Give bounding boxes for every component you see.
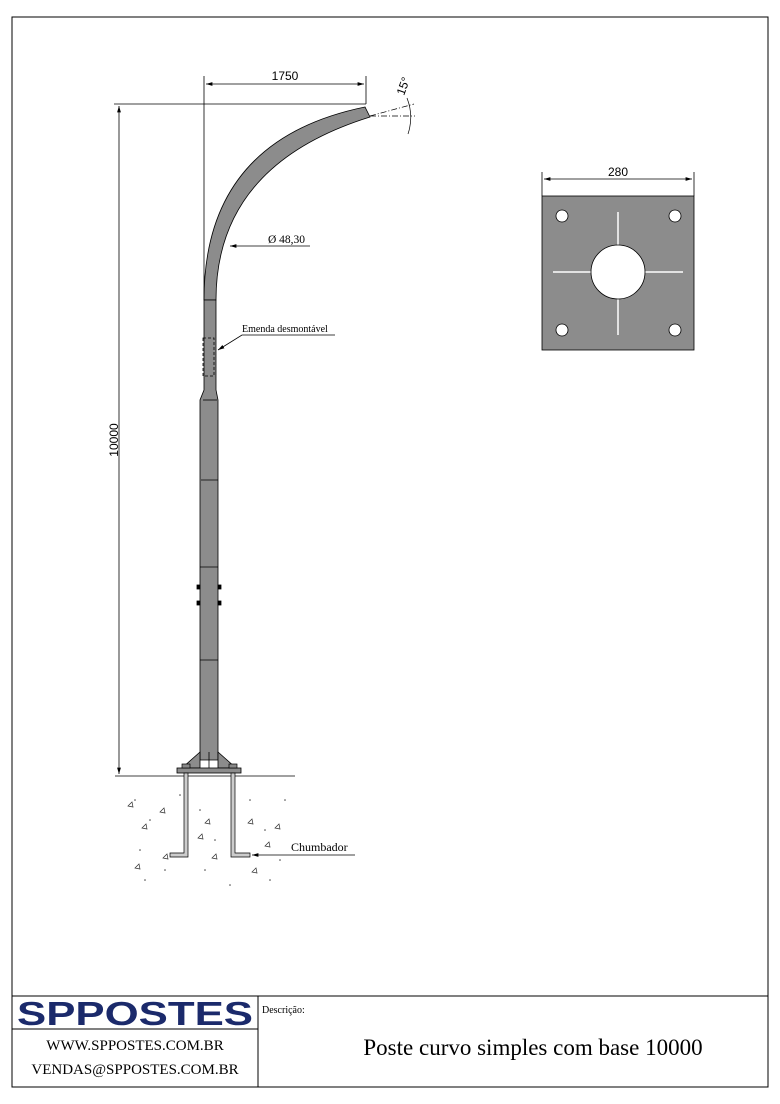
splice-label: Emenda desmontável: [242, 324, 328, 335]
plate-dimension-label: 280: [608, 165, 628, 179]
width-dimension: [203, 76, 367, 300]
diameter-label: Ø 48,30: [268, 234, 305, 246]
description: Poste curvo simples com base 10000: [363, 1035, 702, 1060]
website: WWW.SPPOSTES.COM.BR: [46, 1038, 223, 1054]
logo: [14, 998, 256, 1028]
width-dimension-label: 1750: [272, 69, 299, 83]
ground: [115, 775, 295, 886]
angle-dimension: [369, 97, 415, 135]
pole: [176, 106, 371, 774]
base-plate: [541, 195, 695, 351]
splice-leader: [217, 334, 335, 351]
height-dimension-label: 10000: [107, 423, 121, 457]
angle-dimension-label: 15°: [394, 75, 413, 97]
anchor-label: Chumbador: [291, 840, 348, 854]
title-block: [12, 995, 768, 1087]
logo-text: SPPOSTES: [17, 995, 253, 1032]
description-label: Descrição:: [262, 1005, 305, 1016]
anchor-bolts: [169, 763, 251, 858]
height-dimension: [114, 103, 366, 774]
plate-dimension: [541, 172, 695, 196]
email: VENDAS@SPPOSTES.COM.BR: [31, 1062, 238, 1078]
drawing-frame: [11, 16, 769, 1088]
